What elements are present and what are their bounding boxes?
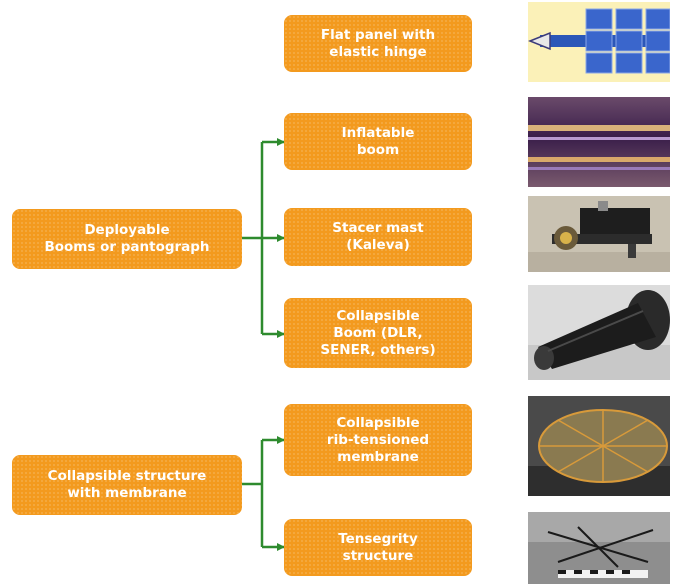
child-line: membrane [337,448,419,465]
parent-line: Collapsible structure [47,468,207,484]
child-line: elastic hinge [329,43,427,60]
child-line: Boom (DLR, [333,324,423,341]
child-line: Stacer mast [332,220,424,236]
child-box-stacer: Stacer mast (Kaleva) [284,208,472,266]
parent-box-membrane: Collapsible structure with membrane [12,455,242,515]
child-box-rib-tensioned: Collapsible rib-tensioned membrane [284,404,472,476]
child-line: (Kaleva) [346,237,410,253]
photo-inflatable-boom [528,97,670,187]
child-line: SENER, others) [320,341,436,358]
child-line: boom [356,141,400,158]
child-box-collapsible-boom: Collapsible Boom (DLR, SENER, others) [284,298,472,368]
photo-tensegrity-structure [528,512,670,584]
child-box-flat-panel: Flat panel with elastic hinge [284,15,472,72]
child-line: rib-tensioned [326,431,430,448]
photo-flat-panel [528,2,670,82]
child-line: Flat panel with [320,26,436,43]
child-line: Collapsible [336,307,420,324]
photo-rib-tensioned-membrane [528,396,670,496]
child-line: structure [342,547,414,564]
parent-box-booms: Deployable Booms or pantograph [12,209,242,269]
child-box-tensegrity: Tensegrity structure [284,519,472,576]
parent-line: Deployable [84,222,170,238]
parent-line: with membrane [67,485,187,501]
child-line: Collapsible [336,414,420,431]
child-line: Tensegrity [338,530,418,547]
child-box-inflatable: Inflatable boom [284,113,472,170]
child-line: Inflatable [341,124,415,141]
photo-collapsible-boom [528,285,670,380]
parent-line: Booms or pantograph [44,239,210,255]
photo-stacer-mast [528,196,670,272]
